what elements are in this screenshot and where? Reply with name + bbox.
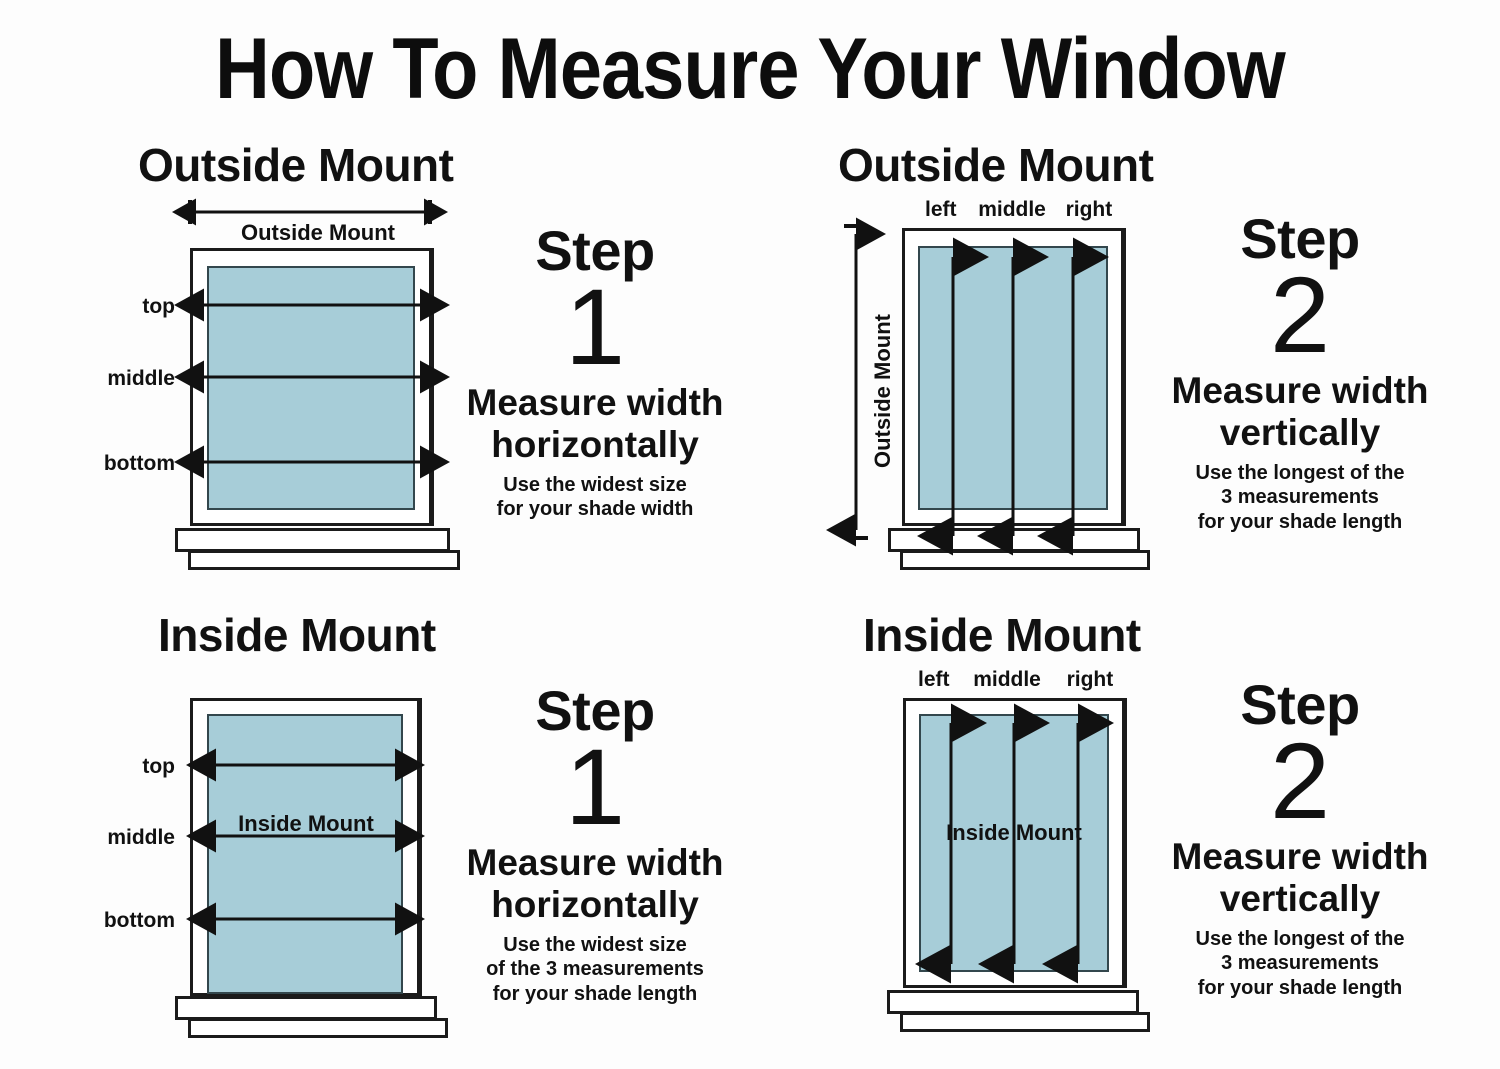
row-label-top: top (142, 755, 175, 778)
step-sub-line2: 3 measurements (1221, 952, 1379, 975)
window-outside-horizontal (90, 138, 460, 570)
column-label-left: left (925, 198, 957, 221)
step-number: 1 (564, 725, 626, 847)
step-sub-line1: Use the longest of the (1195, 927, 1405, 950)
column-labels-inside-vertical: left middle right (918, 668, 1113, 692)
quadrant-outside-mount-vertical: Outside Mount left middle right (826, 138, 1450, 570)
step-sub-line2: for your shade width (496, 498, 694, 521)
step-sub-line2: 3 measurements (1221, 486, 1379, 509)
step-headline-line1: Measure width (1171, 369, 1429, 411)
step-sub-line1: Use the longest of the (1195, 461, 1405, 484)
quadrant-heading-inside-mount-horizontal: Inside Mount (158, 609, 436, 661)
inside-mount-height-caption: Inside Mount (946, 820, 1082, 845)
window-sill-upper (887, 990, 1139, 1014)
step-block-1-inside: Step 1 Measure width horizontally Use th… (440, 679, 750, 1006)
window-sill-upper (175, 996, 437, 1020)
step-block-2-inside: Step 2 Measure width vertically Use the … (1150, 673, 1450, 1000)
column-label-left: left (918, 668, 950, 691)
step-sub-line1: Use the widest size (503, 473, 687, 496)
step-sub-line2: of the 3 measurements (486, 958, 704, 981)
window-glass-pane (207, 714, 403, 994)
step-number: 2 (1269, 719, 1331, 841)
inside-mount-width-caption: Inside Mount (238, 811, 374, 836)
window-sill-lower (188, 1018, 448, 1038)
step-block-2-outside: Step 2 Measure width vertically Use the … (1150, 207, 1450, 534)
column-label-middle: middle (978, 198, 1046, 221)
quadrant-outside-mount-horizontal: Outside Mount Outside Mount (90, 138, 750, 570)
step-sub-line3: for your shade length (492, 982, 698, 1005)
step-number: 1 (564, 265, 626, 387)
window-frame-edge (903, 698, 1127, 988)
page-title: How To Measure Your Window (215, 21, 1286, 117)
quadrant-inside-mount-vertical: Inside Mount left middle right (855, 608, 1475, 1038)
row-label-middle: middle (107, 826, 175, 849)
quadrant-heading-outside-mount-vertical: Outside Mount (838, 139, 1154, 191)
window-sill-upper (175, 528, 450, 552)
window-sill-lower (900, 550, 1150, 570)
step-headline-line2: horizontally (491, 423, 699, 465)
quadrant-heading-inside-mount-vertical: Inside Mount (863, 609, 1141, 661)
step-headline-line1: Measure width (466, 381, 724, 423)
step-word: Step (535, 219, 655, 282)
row-label-bottom: bottom (103, 452, 175, 475)
column-label-right: right (1066, 668, 1114, 691)
window-frame-edge (902, 228, 1126, 526)
outside-mount-height-caption: Outside Mount (870, 314, 895, 468)
step-word: Step (535, 679, 655, 742)
row-label-top: top (142, 295, 175, 318)
step-number: 2 (1269, 253, 1331, 375)
step-headline-line1: Measure width (466, 841, 724, 883)
step-headline-line1: Measure width (1171, 835, 1429, 877)
step-block-1-outside: Step 1 Measure width horizontally Use th… (440, 219, 750, 522)
step-headline-line2: vertically (1219, 877, 1381, 919)
step-headline-line2: horizontally (491, 883, 699, 925)
step-sub-line3: for your shade length (1197, 976, 1403, 999)
step-sub-line1: Use the widest size (503, 933, 687, 956)
quadrant-heading-outside-mount-horizontal: Outside Mount (138, 139, 454, 191)
step-word: Step (1240, 673, 1360, 736)
window-sill-upper (888, 528, 1140, 552)
window-glass-pane (918, 246, 1108, 510)
step-headline-line2: vertically (1219, 411, 1381, 453)
window-glass-pane (207, 266, 415, 510)
step-sub-line3: for your shade length (1197, 510, 1403, 533)
column-label-middle: middle (973, 668, 1041, 691)
step-word: Step (1240, 207, 1360, 270)
column-labels-outside-vertical: left middle right (925, 198, 1112, 222)
window-sill-lower (188, 550, 460, 570)
window-sill-lower (900, 1012, 1150, 1032)
row-label-middle: middle (107, 367, 175, 390)
row-label-bottom: bottom (103, 909, 175, 932)
column-label-right: right (1065, 198, 1113, 221)
outside-mount-width-caption: Outside Mount (238, 220, 398, 246)
quadrant-inside-mount-horizontal: Inside Mount Inside Mount top (90, 608, 750, 1038)
